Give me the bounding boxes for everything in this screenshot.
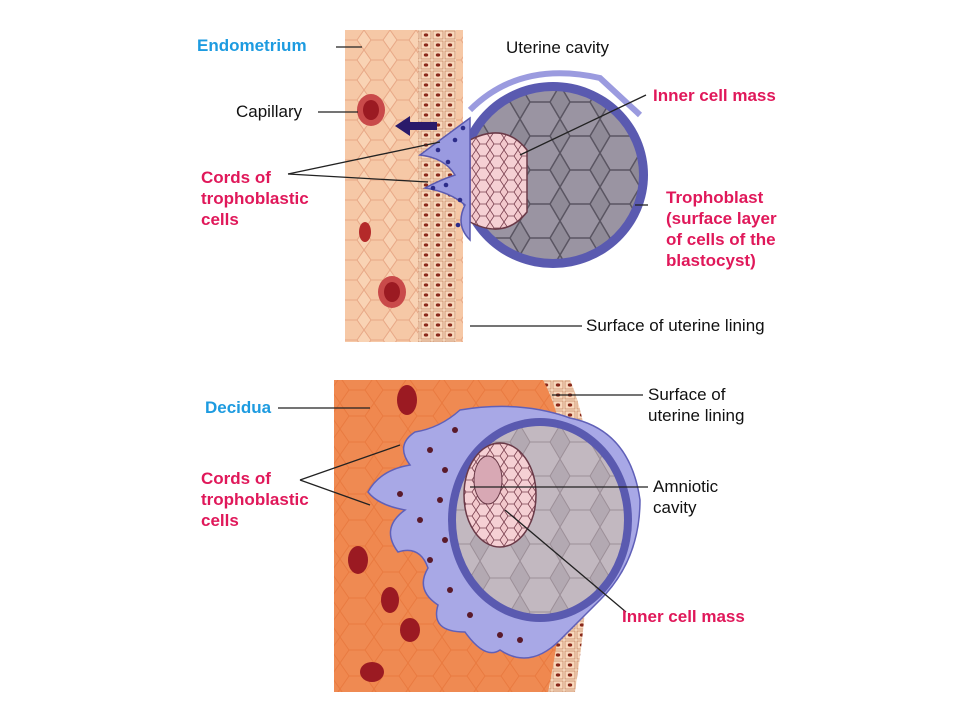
label-trophoblast-2: (surface layer [666,209,777,228]
label-inner-cell-mass-top: Inner cell mass [653,86,776,105]
label-uterine-cavity: Uterine cavity [506,38,609,57]
blastocyst-top [418,70,648,268]
top-panel [345,30,648,342]
label-inner-cell-mass-bottom: Inner cell mass [622,607,745,626]
label-cords-top-2: trophoblastic [201,189,309,208]
label-cords-bottom-2: trophoblastic [201,490,309,509]
label-amniotic-1: Amniotic [653,477,719,496]
decidua-vessels [348,385,420,682]
label-trophoblast-1: Trophoblast [666,188,764,207]
label-trophoblast-3: of cells of the [666,230,776,249]
label-surface-lining-bottom-2: uterine lining [648,406,745,425]
label-decidua: Decidua [205,398,272,417]
bottom-panel [334,380,641,692]
inner-cell-mass-bottom [463,442,537,548]
label-trophoblast-4: blastocyst) [666,251,756,270]
label-surface-lining-bottom-1: Surface of [648,385,726,404]
label-cords-top-1: Cords of [201,168,271,187]
label-amniotic-2: cavity [653,498,697,517]
label-surface-lining-top: Surface of uterine lining [586,316,765,335]
label-cords-bottom-3: cells [201,511,239,530]
label-cords-top-3: cells [201,210,239,229]
inner-cell-mass-top [469,132,528,230]
label-cords-bottom-1: Cords of [201,469,271,488]
amniotic-cavity [473,455,503,505]
leader-lines [278,46,648,613]
label-capillary: Capillary [236,102,303,121]
label-endometrium: Endometrium [197,36,307,55]
